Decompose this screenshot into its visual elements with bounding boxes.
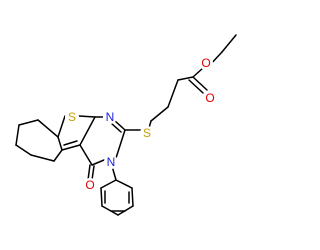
bond [113,119,126,131]
bond [53,149,63,162]
bond [188,79,204,94]
bond [61,144,81,151]
bond [57,136,63,151]
ring-nitrogen-label-phenyl: N [107,155,116,169]
bond [192,76,208,91]
bond [100,187,103,207]
bond [167,79,179,108]
bond [101,205,119,216]
molecule-structure: S N S N O O O [15,34,237,216]
bond [100,179,117,189]
bond [78,115,96,118]
bond [177,76,194,81]
bond [15,124,20,146]
bond [30,154,55,162]
bond [79,116,96,146]
atom-labels: S N S N O O O [65,56,217,192]
ester-carbonyl-oxygen-label: O [205,91,214,105]
ester-alkoxy-oxygen-atom: O [199,56,213,70]
bond [91,159,105,166]
thioether-sulfur-label: S [143,126,151,140]
thioether-sulfur-atom: S [140,126,154,140]
carbonyl-oxygen-label-ring: O [85,178,94,192]
ring-nitrogen-label-upper: N [106,110,115,124]
bond [192,67,204,78]
bond [221,34,237,53]
bond [131,187,134,207]
bond [79,144,93,166]
thiophene-sulfur-atom: S [65,110,79,124]
bond [63,140,78,146]
carbonyl-oxygen-atom-ring: O [83,178,97,192]
bond [18,119,39,126]
bond [115,129,126,159]
ring-nitrogen-atom-phenyl: N [104,155,118,169]
bond [15,144,32,156]
bond [87,164,91,181]
thiophene-sulfur-label: S [68,110,76,124]
bond [37,119,59,138]
bond [57,115,66,138]
bond-lines [15,34,237,216]
bond [91,165,95,181]
ester-carbonyl-oxygen-atom: O [203,91,217,105]
ester-alkoxy-oxygen-label: O [201,56,210,70]
bond [115,179,133,189]
bond [150,106,169,122]
ring-nitrogen-atom-upper: N [103,110,117,124]
bond [110,122,122,133]
